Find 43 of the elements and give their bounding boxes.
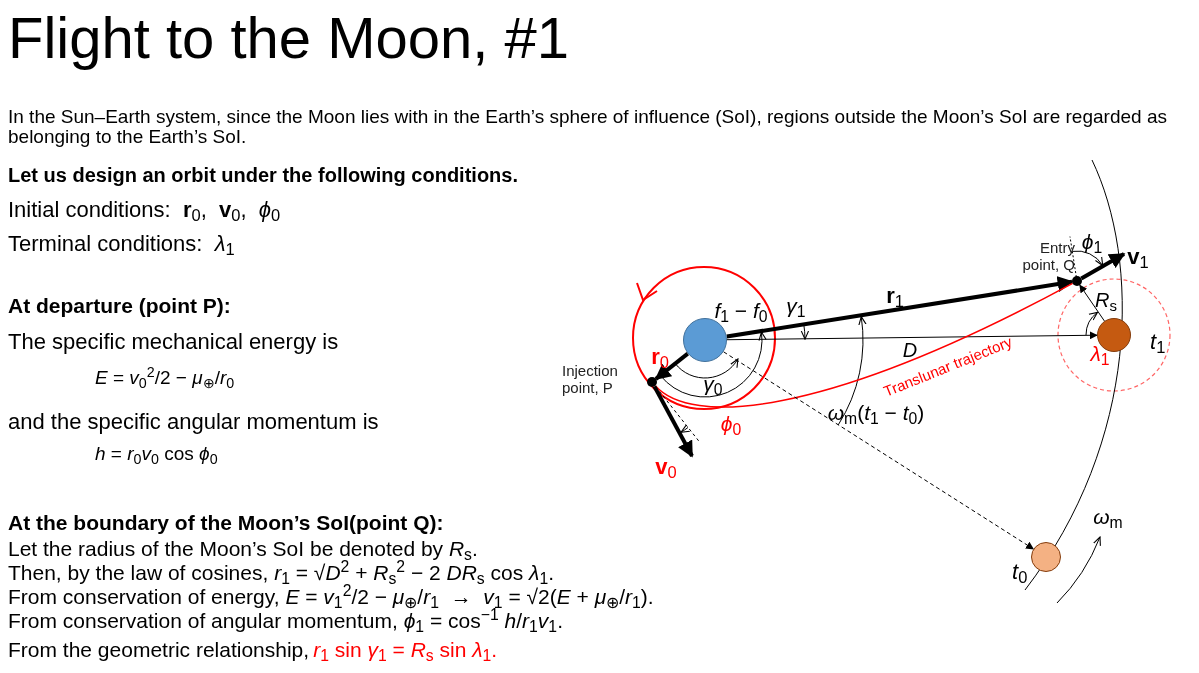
angle-label: ϕ$_{1}$ [1081,229,1103,258]
text-line: Then, by the law of cosines, r$_{1}$ = √D$^{2}$ + R$_{s}$$^{2}$ − 2 DR$_{s}$ cos λ$_{1}$. [8,561,555,585]
arrow [726,331,1098,341]
arrow [1080,252,1126,281]
section-heading: At the boundary of the Moon’s SoI(point Q): [8,510,444,536]
text-line: In the Sun–Earth system, since the Moon lies with in the Earth’s sphere of influence (SoI), regions outside the Moon’s SoI are regarded as belonging to the Earth’s SoI. [8,107,1168,147]
angle-label: ω$_{m}$(t$_{1}$ − t$_{0}$) [827,400,925,429]
angle-label: γ$_{1}$ [786,293,806,322]
node-caption: t$_{0}$ [1012,558,1028,588]
arrow [652,385,694,458]
angle-label: λ$_{1}$ [1090,341,1110,370]
text-line: From the geometric relationship, [8,638,310,662]
angle-label: f$_{1}$ − f$_{0}$ [714,298,768,327]
edge-label: D [902,338,918,363]
section-heading: At departure (point P): [8,293,231,319]
node-caption: Entry point, Q [1021,239,1075,273]
edge-label: r$_{0}$ [651,342,669,373]
edge-label: r$_{1}$ [886,281,904,312]
angle-label: γ$_{0}$ [703,371,723,400]
text-line: From conservation of energy, E = v$_{1}$$^{2}$/2 − μ$_{⊕}$/r$_{1}$ → v$_{1}$ = √2(E + μ$_{⊕}$/r$_{1}$). [8,585,654,609]
arrow [726,276,1074,339]
text-line: Let the radius of the Moon’s SoI be denoted by R$_{s}$. [8,537,478,561]
edge-label: v$_{1}$ [1127,242,1149,273]
edge-label: R$_{s}$ [1095,288,1117,315]
text-line: Terminal conditions: λ$_{1}$ [8,230,235,260]
node-caption: t$_{1}$ [1150,328,1166,358]
angle-label: ω$_{m}$ [1093,504,1123,533]
text-line: h = r$_{0}$v$_{0}$ cos ϕ$_{0}$ [95,442,218,469]
arrow [654,352,689,381]
text-line: r$_{1}$ sin γ$_{1}$ = R$_{s}$ sin λ$_{1}$. [313,638,498,662]
text-line: E = v$_{0}$$^{2}$/2 − μ$_{⊕}$/r$_{0}$ [95,364,235,393]
trajectory-curve [654,282,1074,408]
arrow [723,351,1034,550]
text-line: Initial conditions: r$_{0}$, v$_{0}$, ϕ$_{0}$ [8,196,281,226]
angle-label: ϕ$_{0}$ [720,411,742,440]
arrow [1079,284,1105,322]
text-line: and the specific angular momentum is [8,408,379,436]
title: Flight to the Moon, #1 [8,4,569,72]
node-caption: Injection point, P [562,362,619,396]
text-line: From conservation of angular momentum, ϕ$_{1}$ = cos$^{−1}$ h/r$_{1}$v$_{1}$. [8,609,563,633]
section-heading: Let us design an orbit under the following conditions. [8,163,518,188]
edge-label: v$_{0}$ [655,452,677,483]
text-line: The specific mechanical energy is [8,328,339,356]
